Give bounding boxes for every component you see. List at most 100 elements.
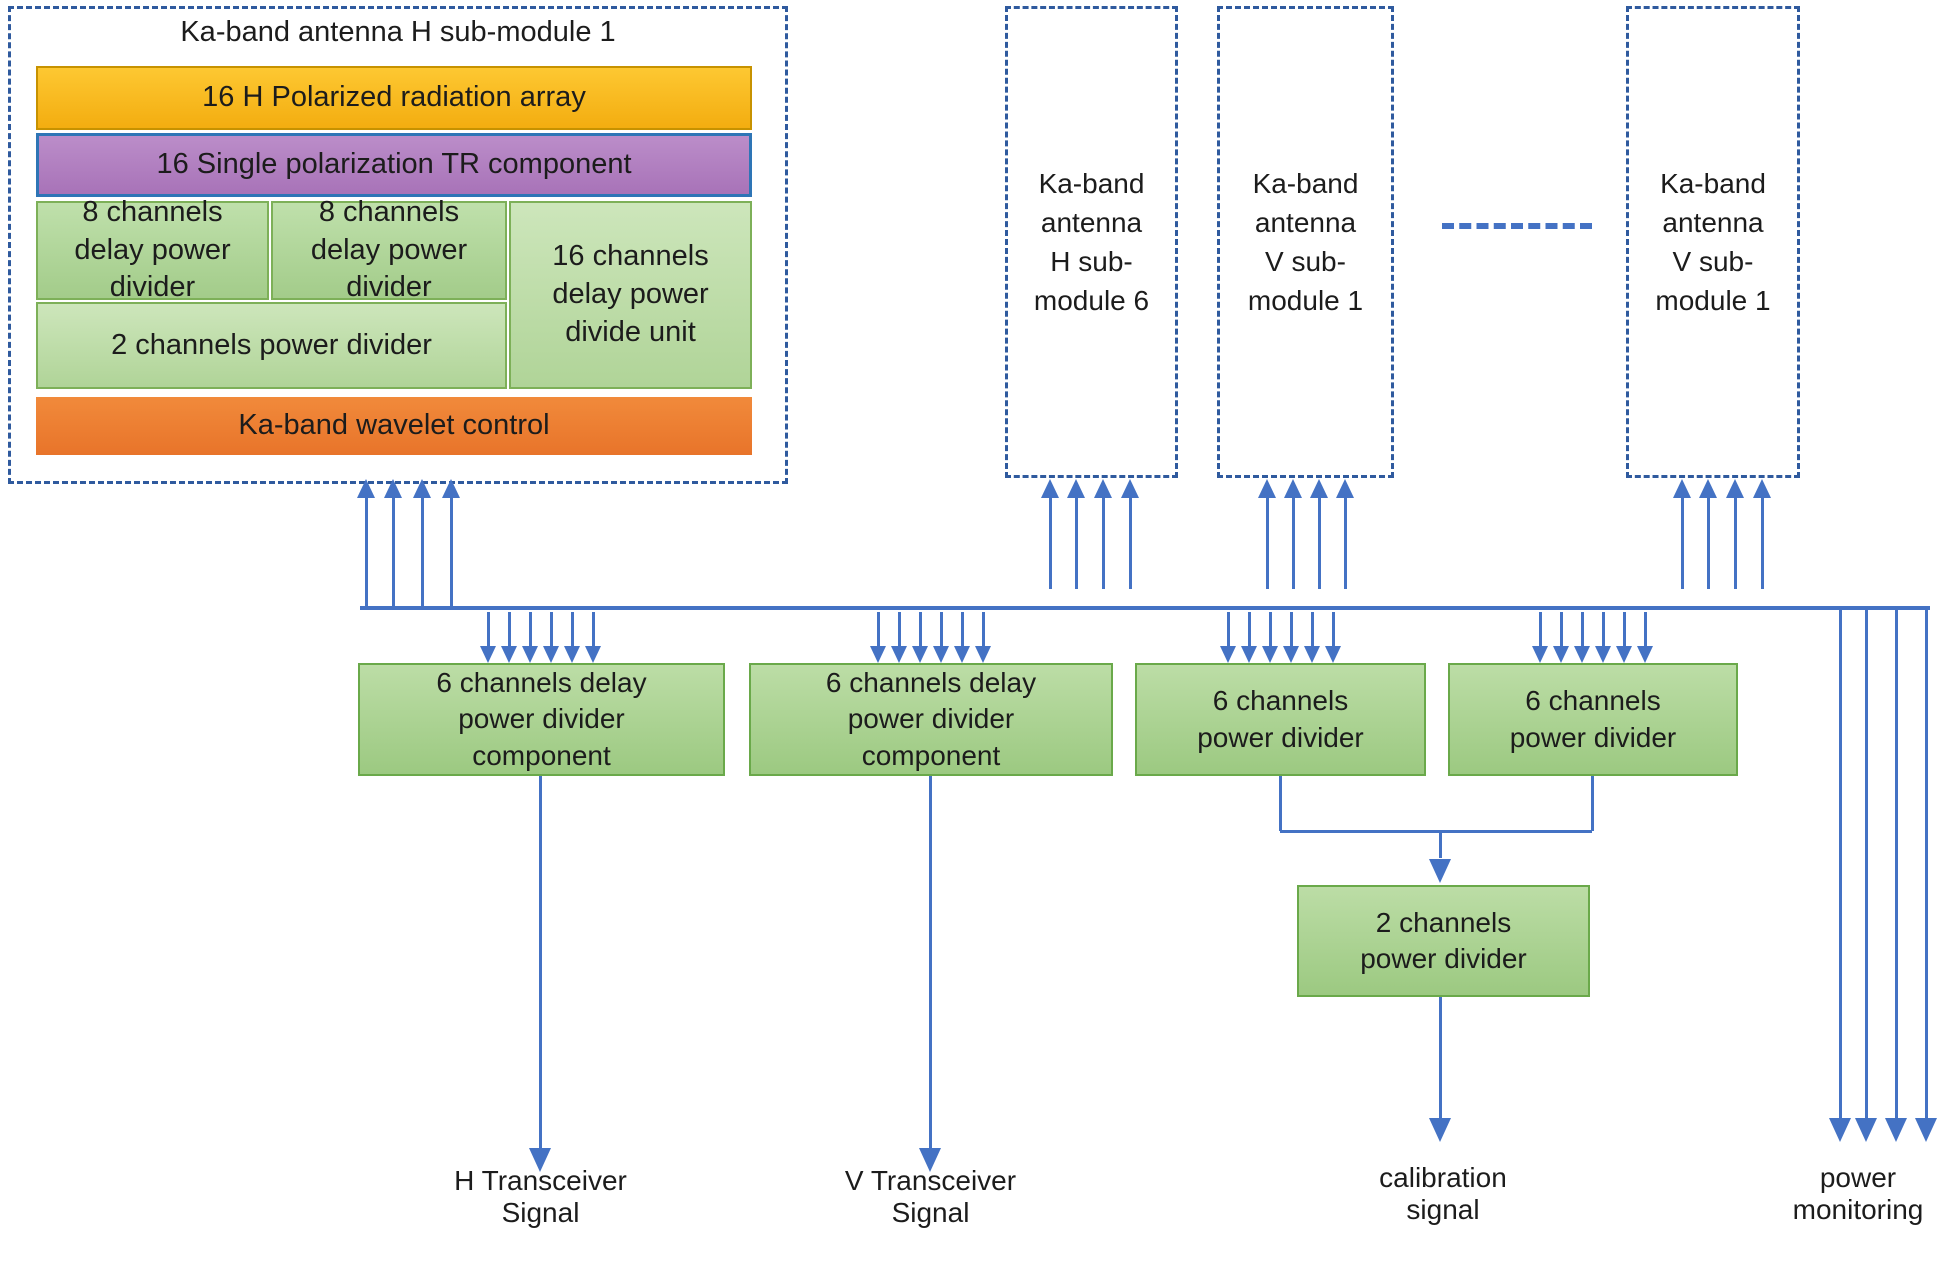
down-arrow-icon: [522, 646, 538, 663]
connector-line: [1289, 612, 1293, 646]
connector-line: [570, 612, 574, 646]
down-arrow-icon: [1595, 646, 1611, 663]
connector-line: [1317, 497, 1321, 589]
connector-line: [918, 612, 922, 646]
submodule-v-last-box: Ka-band antenna V sub-module 1: [1626, 6, 1800, 478]
connector-line: [1048, 497, 1052, 589]
down-arrow-icon: [933, 646, 949, 663]
connector-line: [538, 776, 542, 1148]
tr-component-block: 16 Single polarization TR component: [36, 133, 752, 197]
down-arrow-icon: [1553, 646, 1569, 663]
delay-divider-8ch-left-block: 8 channels delay power divider: [36, 196, 269, 303]
submodule-h6-label: Ka-band antenna H sub-module 6: [1033, 167, 1150, 317]
connector-line: [549, 612, 553, 646]
up-arrow-icon: [1673, 479, 1691, 498]
connector-line: [507, 612, 511, 646]
down-arrow-icon: [1241, 646, 1257, 663]
down-arrow-icon: [1616, 646, 1632, 663]
connector-line: [1438, 830, 1442, 858]
connector-line: [1268, 612, 1272, 646]
connector-line: [391, 497, 395, 607]
down-arrow-icon: [1829, 1118, 1851, 1142]
connector-line: [591, 612, 595, 646]
ellipsis-dashed-line: [1442, 223, 1592, 229]
up-arrow-icon: [1094, 479, 1112, 498]
connector-line: [1278, 776, 1282, 831]
radiation-array-block: 16 H Polarized radiation array: [36, 66, 752, 130]
delay6-left-label: 6 channels delay power divider component: [436, 666, 647, 771]
connector-line: [1622, 612, 1626, 646]
up-arrow-icon: [442, 479, 460, 498]
down-arrow-icon: [870, 646, 886, 663]
power-monitoring-label: power monitoring: [1792, 1162, 1924, 1225]
connector-line: [1733, 497, 1737, 589]
up-arrow-icon: [1258, 479, 1276, 498]
delay-divider-8ch-right-block: 8 channels delay power divider: [271, 196, 507, 303]
divider-2ch-label: 2 channels power divider: [111, 328, 432, 361]
pd6-left-label: 6 channels power divider: [1197, 685, 1364, 753]
down-arrow-icon: [954, 646, 970, 663]
down-arrow-icon: [1532, 646, 1548, 663]
connector-line: [364, 497, 368, 607]
divider-2ch-block: 2 channels power divider: [36, 302, 507, 389]
h-transceiver-signal-label: H Transceiver Signal: [454, 1165, 627, 1228]
connector-line: [1643, 612, 1647, 646]
connector-line: [1310, 612, 1314, 646]
down-arrow-icon: [975, 646, 991, 663]
up-arrow-icon: [357, 479, 375, 498]
delay6-right-label: 6 channels delay power divider component: [825, 666, 1037, 771]
down-arrow-icon: [1325, 646, 1341, 663]
connector-line: [1226, 612, 1230, 646]
down-arrow-icon: [1429, 859, 1451, 883]
up-arrow-icon: [1041, 479, 1059, 498]
down-arrow-icon: [912, 646, 928, 663]
pd6-left-block: 6 channels power divider: [1135, 663, 1426, 776]
connector-line: [1291, 497, 1295, 589]
up-arrow-icon: [384, 479, 402, 498]
up-arrow-icon: [1726, 479, 1744, 498]
connector-line: [1680, 497, 1684, 589]
connector-line: [1760, 497, 1764, 589]
connector-line: [1924, 608, 1928, 1118]
up-arrow-icon: [1067, 479, 1085, 498]
connector-line: [528, 612, 532, 646]
down-arrow-icon: [1915, 1118, 1937, 1142]
connector-line: [420, 497, 424, 607]
wavelet-control-block: Ka-band wavelet control: [36, 397, 752, 455]
delay-divide-16ch-unit-label: 16 channels delay power divide unit: [552, 240, 709, 348]
down-arrow-icon: [1637, 646, 1653, 663]
connector-line: [1538, 612, 1542, 646]
down-arrow-icon: [529, 1148, 551, 1172]
connector-line: [449, 497, 453, 607]
down-arrow-icon: [1262, 646, 1278, 663]
connector-line: [1074, 497, 1078, 589]
delay-divide-16ch-unit-block: 16 channels delay power divide unit: [509, 201, 752, 389]
connector-line: [1580, 612, 1584, 646]
up-arrow-icon: [413, 479, 431, 498]
down-arrow-icon: [480, 646, 496, 663]
connector-line: [1601, 612, 1605, 646]
submodule-v-last-label: Ka-band antenna V sub-module 1: [1655, 167, 1771, 317]
connector-line: [1101, 497, 1105, 589]
submodule-v1-box: Ka-band antenna V sub-module 1: [1217, 6, 1394, 478]
connector-line: [1128, 497, 1132, 589]
connector-line: [1559, 612, 1563, 646]
submodule-h6-box: Ka-band antenna H sub-module 6: [1005, 6, 1178, 478]
submodule-v1-label: Ka-band antenna V sub-module 1: [1247, 167, 1364, 317]
connector-line: [1590, 776, 1594, 831]
connector-line: [1838, 608, 1842, 1118]
down-arrow-icon: [585, 646, 601, 663]
connector-line: [1864, 608, 1868, 1118]
connector-line: [981, 612, 985, 646]
down-arrow-icon: [919, 1148, 941, 1172]
wavelet-control-label: Ka-band wavelet control: [238, 409, 550, 442]
signal-bus-line: [360, 606, 1930, 610]
delay6-left-block: 6 channels delay power divider component: [358, 663, 725, 776]
connector-line: [1343, 497, 1347, 589]
down-arrow-icon: [501, 646, 517, 663]
delay-divider-8ch-left-label: 8 channels delay power divider: [74, 195, 231, 304]
calibration-signal-label: calibration signal: [1379, 1162, 1507, 1225]
connector-line: [1894, 608, 1898, 1118]
connector-line: [1247, 612, 1251, 646]
